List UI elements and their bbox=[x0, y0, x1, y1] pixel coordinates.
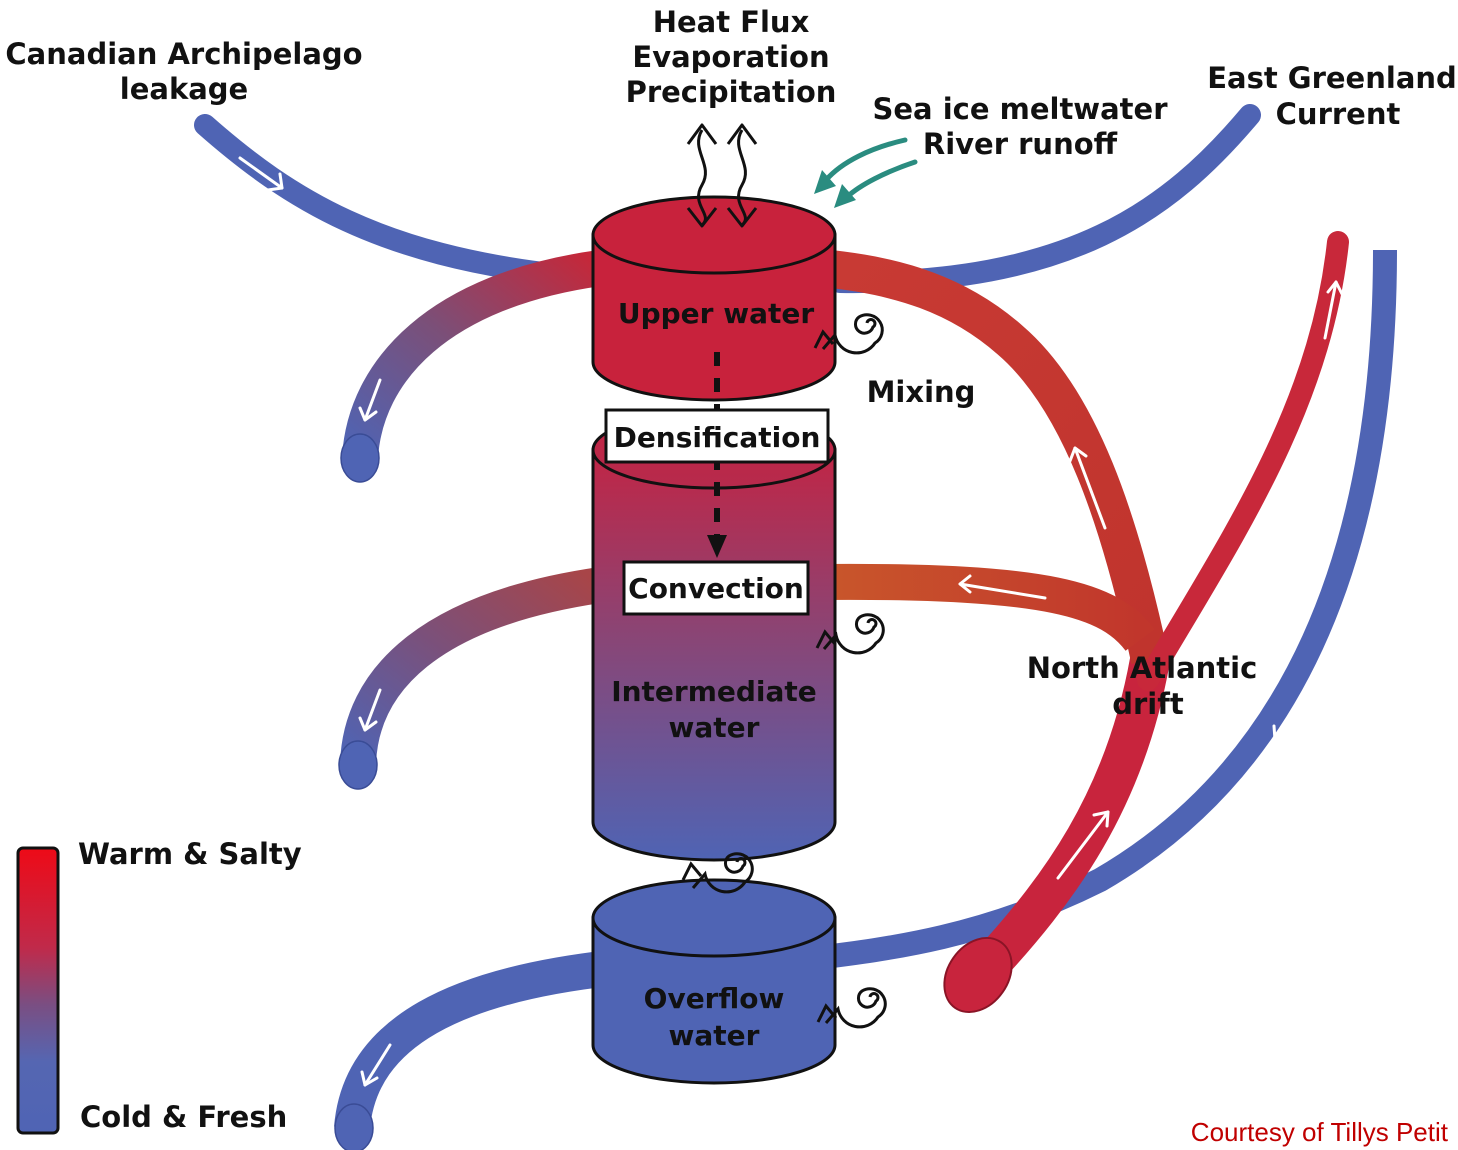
white-arrow-icon bbox=[1056, 810, 1110, 880]
precipitation-label: Precipitation bbox=[626, 75, 837, 109]
white-arrow-icon bbox=[1083, 236, 1132, 270]
flow-arrows bbox=[238, 156, 1344, 1087]
densification-box bbox=[604, 408, 830, 464]
east-greenland-label-line1: East Greenland bbox=[1207, 61, 1457, 95]
north-atlantic-drift-upper-branch bbox=[818, 249, 1169, 664]
upper-water-label: Upper water bbox=[618, 297, 815, 330]
spiral-icon bbox=[681, 852, 754, 894]
white-arrow-icon bbox=[958, 574, 1047, 600]
overflow-outflow bbox=[334, 950, 613, 1131]
overflow-water-label-line2: water bbox=[669, 1019, 760, 1052]
legend-cold-label: Cold & Fresh bbox=[80, 1100, 287, 1134]
north-atlantic-label-line2: drift bbox=[1112, 687, 1184, 721]
overflow-outflow-end bbox=[334, 1103, 374, 1150]
white-arrow-icon bbox=[358, 378, 382, 422]
intermediate-water-label-line1: Intermediate bbox=[611, 675, 817, 708]
north-atlantic-label-line1: North Atlantic bbox=[1027, 651, 1258, 685]
white-arrow-icon bbox=[358, 688, 382, 732]
white-arrow-icon bbox=[1068, 446, 1107, 530]
intermediate-water-cylinder bbox=[591, 410, 837, 862]
credit-text: Courtesy of Tillys Petit bbox=[1191, 1117, 1449, 1147]
intermediate-outflow-end bbox=[338, 740, 378, 790]
upper-outflow-end bbox=[340, 433, 380, 483]
convection-box bbox=[622, 560, 810, 616]
convection-arrow-head bbox=[707, 535, 727, 558]
east-greenland-label-line2: Current bbox=[1276, 97, 1401, 131]
sea-ice-label: Sea ice meltwater bbox=[873, 92, 1169, 126]
upper-outflow bbox=[342, 250, 603, 460]
intermediate-outflow bbox=[340, 567, 603, 766]
river-runoff-label: River runoff bbox=[923, 127, 1118, 161]
north-atlantic-drift-mid-branch bbox=[819, 563, 1155, 652]
spiral-icon bbox=[816, 987, 887, 1029]
spiral-icon bbox=[813, 313, 884, 355]
legend-color-bar bbox=[16, 846, 60, 1135]
teal-arrows bbox=[823, 137, 918, 200]
north-atlantic-drift-mouth bbox=[943, 936, 1013, 1014]
upper-water-cylinder bbox=[591, 195, 837, 402]
legend-warm-label: Warm & Salty bbox=[78, 837, 302, 871]
overflow-water-cylinder bbox=[591, 878, 837, 1085]
white-arrow-icon bbox=[1272, 668, 1320, 742]
spiral-icon bbox=[815, 613, 885, 655]
white-arrow-icon bbox=[360, 1043, 392, 1087]
heat-flux-label: Heat Flux bbox=[653, 5, 810, 39]
east-greenland-deep-current bbox=[798, 249, 1397, 972]
white-arrow-icon bbox=[238, 156, 284, 192]
convection-label: Convection bbox=[628, 572, 804, 605]
evaporation-label: Evaporation bbox=[632, 40, 829, 74]
north-atlantic-drift-trunk bbox=[965, 656, 1170, 989]
overflow-water-label-line1: Overflow bbox=[644, 982, 785, 1015]
mixing-label: Mixing bbox=[867, 375, 976, 409]
white-arrow-icon bbox=[1323, 280, 1344, 340]
canadian-archipelago-current bbox=[194, 114, 571, 286]
intermediate-water-label-line2: water bbox=[669, 711, 760, 744]
north-atlantic-drift-north-branch bbox=[1137, 231, 1349, 691]
canadian-label-line1: Canadian Archipelago bbox=[5, 37, 362, 71]
canadian-label-line2: leakage bbox=[120, 72, 248, 106]
densification-label: Densification bbox=[614, 421, 821, 454]
wavy-double-arrow-icon bbox=[686, 123, 758, 228]
